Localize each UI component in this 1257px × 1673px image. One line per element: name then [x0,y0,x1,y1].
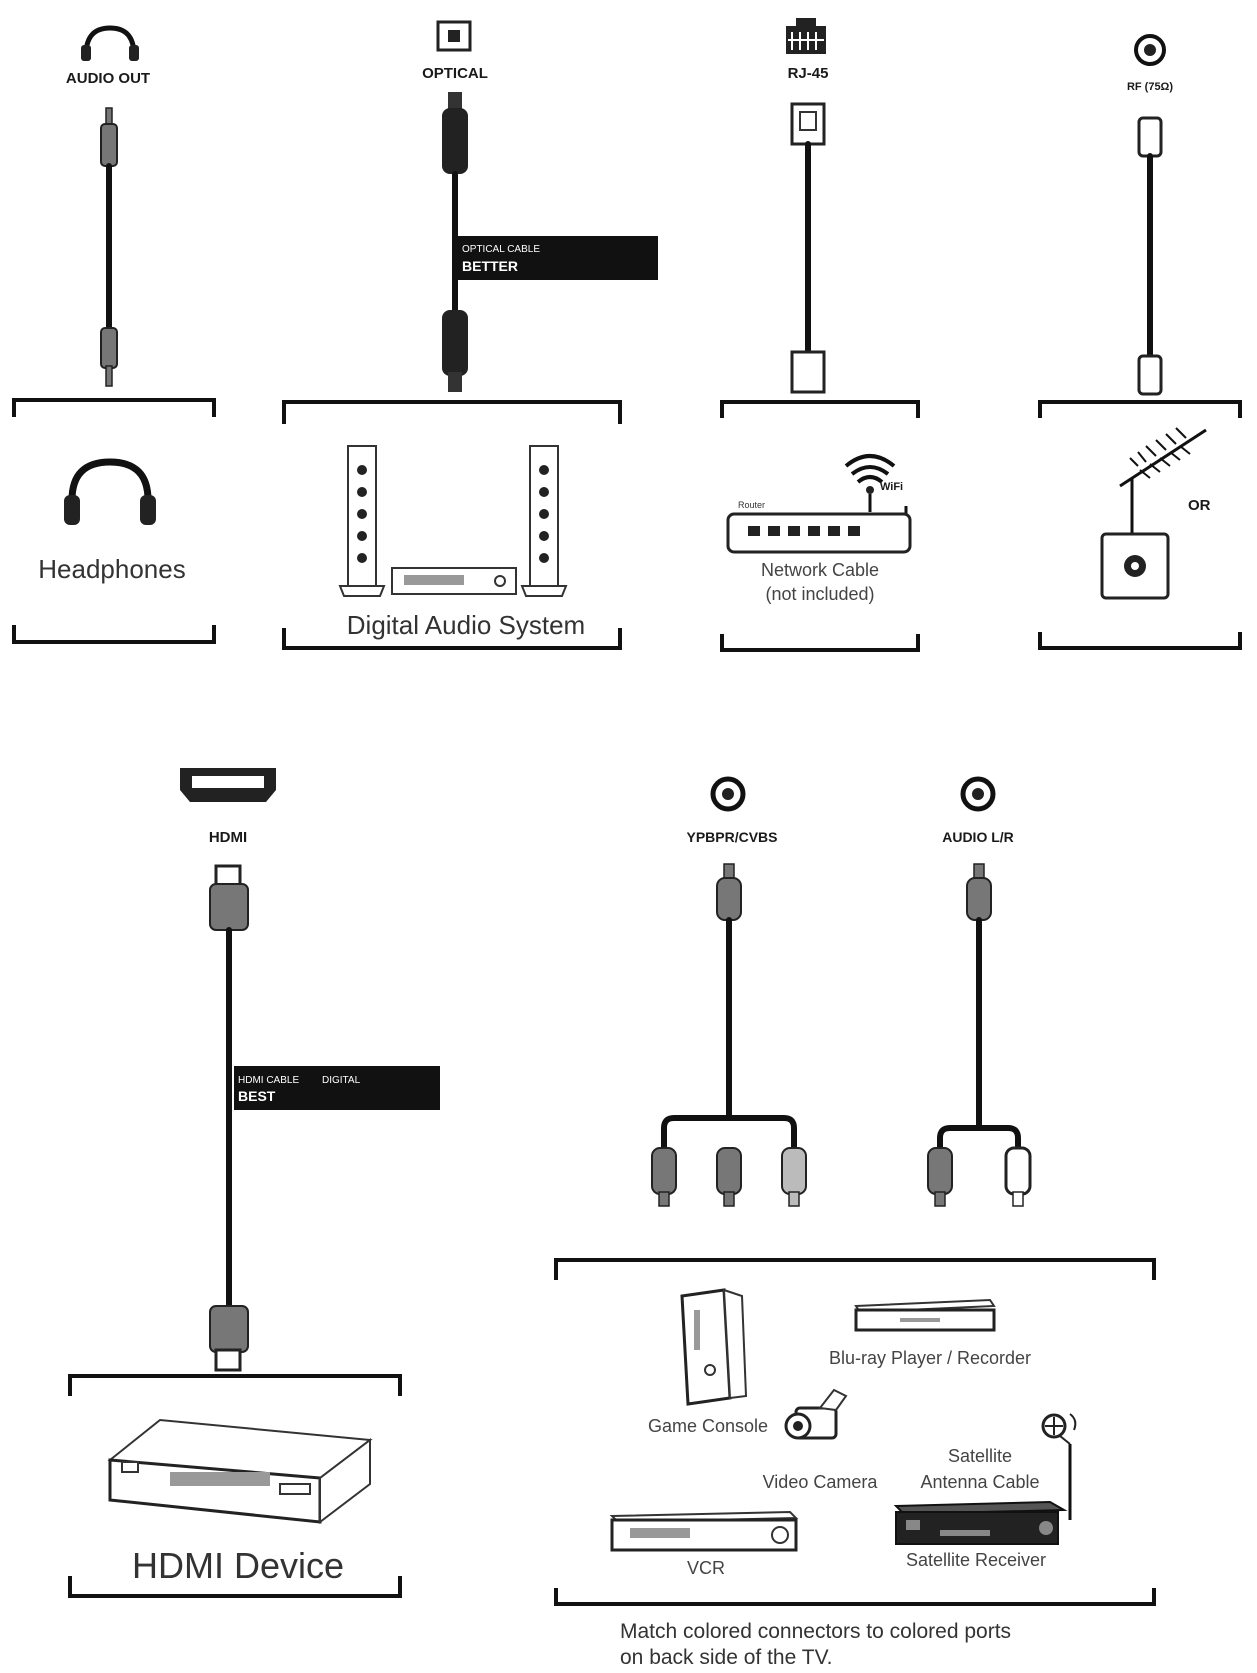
rf-port-icon [1134,34,1166,66]
hdmi-tag-line1: HDMI CABLE [238,1075,299,1086]
bluray-player-icon [854,1298,996,1332]
network-cable-note: (not included) [765,584,874,604]
antenna-bracket-top [1038,400,1242,418]
analog-devices-section: Blu-ray Player / Recorder Game Console V… [554,1258,1156,1606]
game-console-label: Game Console [648,1416,768,1436]
rj45-cable [790,102,826,394]
audio-out-label: AUDIO OUT [66,70,150,87]
ypbpr-cable [651,863,807,1207]
rj45-section: RJ-45 WiFi Router Network Cable [720,18,920,652]
satellite-receiver-label: Satellite Receiver [906,1550,1046,1570]
antenna-icon [1119,427,1207,534]
color-match-note-line2: on back side of the TV. [620,1646,832,1669]
rf-section: RF (75Ω) OR [1038,34,1242,650]
hdmi-tag-line2: BEST [238,1088,276,1104]
audio-out-section: AUDIO OUT Headphones [12,25,216,644]
router-label: Router [738,500,765,510]
audio-receiver-icon [391,567,517,595]
video-camera-label: Video Camera [763,1472,879,1492]
wifi-label: WiFi [880,481,903,493]
video-camera-icon [784,1388,848,1440]
ypbpr-section: YPBPR/CVBS [651,776,807,1207]
speaker-right-icon [520,445,568,597]
analog-bracket-top [554,1258,1156,1280]
hdmi-device-icon [107,1418,373,1525]
hdmi-bracket-top [68,1374,402,1396]
hdmi-cable [209,864,249,1372]
audio-lr-section: AUDIO L/R [927,776,1032,1207]
ypbpr-port-icon [710,776,746,812]
rj45-label: RJ-45 [788,65,829,82]
rj45-port-icon [786,18,826,54]
audio-lr-label: AUDIO L/R [942,829,1014,845]
headphone-port-icon [81,25,139,61]
hdmi-label: HDMI [209,829,247,846]
rf-label: RF (75Ω) [1127,81,1173,93]
hdmi-cable-tag: HDMI CABLE DIGITAL BEST [234,1066,440,1110]
wall-outlet-icon [1100,532,1170,600]
digital-audio-bracket-bottom [282,628,622,650]
optical-cable [442,92,468,392]
digital-audio-label: Digital Audio System [347,610,585,640]
vcr-label: VCR [687,1558,725,1578]
network-cable-label: Network Cable [761,560,879,580]
bluray-label: Blu-ray Player / Recorder [829,1348,1031,1368]
hdmi-section: HDMI HDMI CABLE DIGITAL BEST HDMI Device [68,768,440,1598]
hdmi-tag-digital: DIGITAL [322,1075,361,1086]
optical-label: OPTICAL [422,65,488,82]
optical-port-icon [436,20,472,52]
antenna-bracket-bottom [1038,632,1242,650]
satellite-label-line2: Antenna Cable [920,1472,1039,1492]
wifi-icon [844,454,896,494]
analog-bracket-bottom [554,1588,1156,1606]
satellite-dish-icon [1041,1413,1077,1520]
digital-audio-bracket-top [282,400,622,424]
optical-cable-tag: OPTICAL CABLE BETTER [458,236,658,280]
optical-section: OPTICAL OPTICAL CABLE BETTER [282,20,658,650]
hdmi-port-icon [180,768,276,802]
satellite-label-line1: Satellite [948,1446,1012,1466]
speaker-left-icon [338,445,386,597]
color-match-note-line1: Match colored connectors to colored port… [620,1620,1011,1643]
audio-lr-port-icon [960,776,996,812]
audio-jack-cable [100,107,118,387]
headphones-bracket-bottom [12,625,216,644]
or-label: OR [1188,497,1211,514]
satellite-receiver-icon [893,1500,1068,1545]
router-bracket-top [720,400,920,418]
headphones-icon [64,458,156,525]
router-icon [726,494,912,554]
ypbpr-label: YPBPR/CVBS [686,829,777,845]
rf-cable [1137,116,1163,396]
headphones-bracket-top [12,398,216,417]
game-console-icon [680,1288,748,1406]
optical-tag-line2: BETTER [462,258,518,274]
router-bracket-bottom [720,634,920,652]
audio-lr-cable [927,863,1032,1207]
headphones-label: Headphones [38,554,185,584]
optical-tag-line1: OPTICAL CABLE [462,244,540,255]
hdmi-bracket-bottom [68,1576,402,1598]
vcr-icon [609,1510,799,1552]
hdmi-device-label: HDMI Device [132,1545,344,1586]
